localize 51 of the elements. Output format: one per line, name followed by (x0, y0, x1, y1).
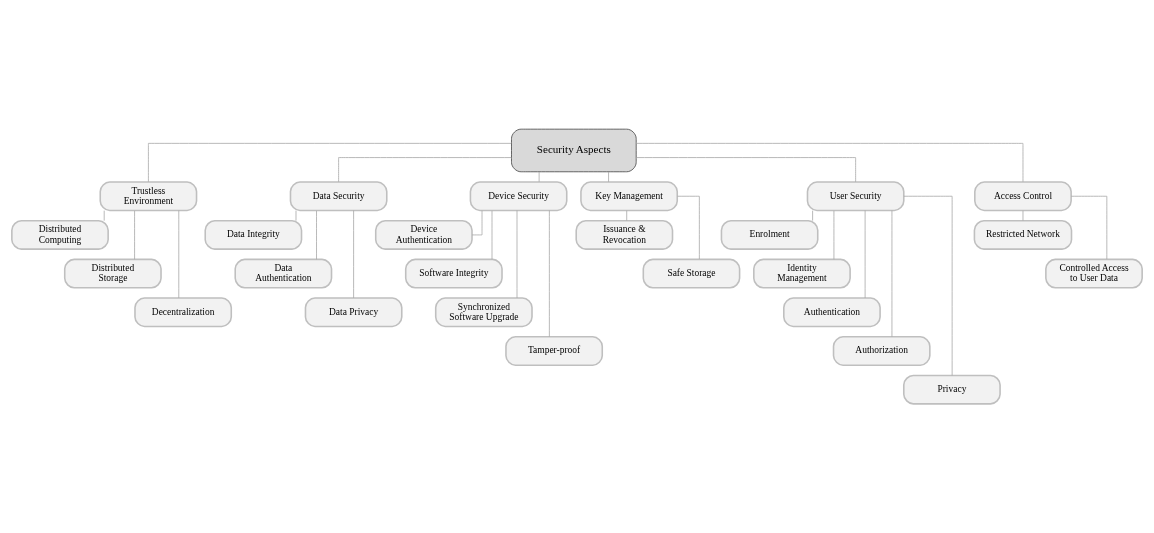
node-box: Key Management (580, 181, 679, 212)
node-box: Distributed Storage (63, 258, 162, 289)
connector (677, 195, 700, 260)
node-box: Controlled Access to User Data (1045, 258, 1143, 289)
node-box: Trustless Environment (99, 181, 198, 212)
connector (491, 210, 493, 260)
connector (903, 195, 953, 376)
connector (1070, 195, 1108, 260)
node-box: Data Security (289, 181, 388, 212)
connector (338, 157, 512, 183)
node-box: Restricted Network (973, 219, 1073, 250)
node-box: Identity Management (753, 258, 851, 289)
node-box: Issuance & Revocation (575, 219, 674, 250)
connector (608, 171, 609, 183)
node-box: Device Security (469, 181, 568, 212)
node-box: Authorization (832, 335, 931, 366)
node-box: Data Integrity (204, 219, 303, 250)
connector (891, 210, 893, 338)
connector (833, 210, 835, 260)
connector (148, 142, 512, 183)
connector (1022, 210, 1024, 222)
connector (812, 210, 813, 222)
connector (134, 210, 135, 260)
node-box: Device Authentication (374, 219, 473, 250)
node-box: Enrolment (720, 219, 819, 250)
connector (295, 210, 297, 222)
node-box: Decentralization (134, 297, 233, 328)
connector (636, 157, 857, 183)
node-box: Data Authentication (234, 258, 333, 289)
connector (538, 171, 540, 183)
connector (103, 210, 105, 222)
node-box: User Security (806, 181, 905, 212)
node-box: Synchronized Software Upgrade (434, 297, 533, 328)
connector (178, 210, 180, 299)
node-box: Tamper-proof (505, 335, 604, 366)
connector (353, 210, 354, 299)
node-box: Data Privacy (304, 297, 403, 328)
connector (316, 210, 317, 260)
node-box: Access Control (974, 181, 1072, 212)
node-box: Safe Storage (642, 258, 741, 289)
node-box: Security Aspects (511, 128, 637, 173)
connector (471, 210, 483, 236)
node-box: Software Integrity (404, 258, 503, 289)
node-box: Distributed Computing (11, 219, 109, 250)
connector (626, 210, 628, 222)
connector (516, 210, 518, 299)
node-box: Authentication (783, 297, 881, 328)
connector (635, 142, 1024, 183)
connector (548, 210, 550, 338)
node-box: Privacy (903, 374, 1001, 405)
connector (864, 210, 866, 299)
